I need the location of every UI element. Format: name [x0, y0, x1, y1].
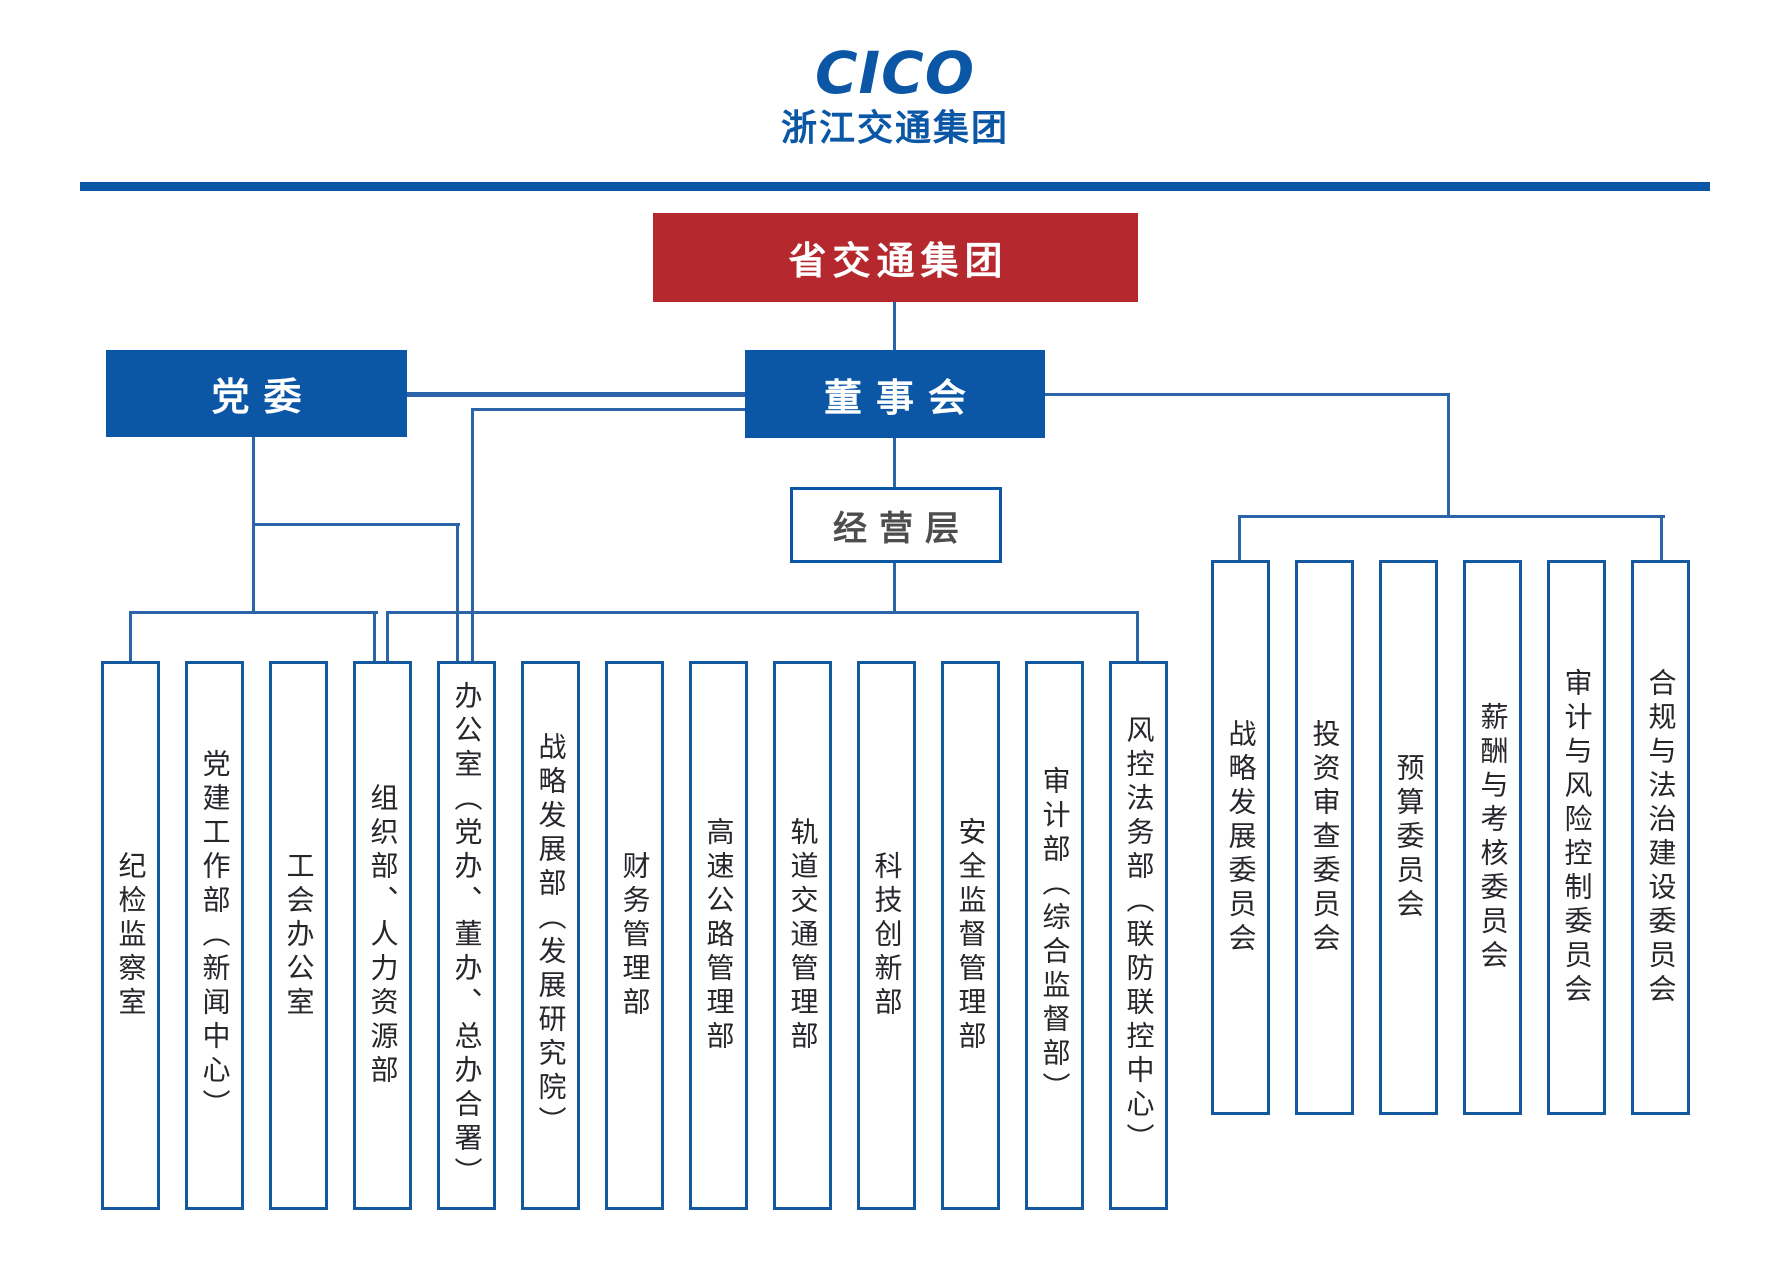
committee-box-label: 投资审查委员会	[1308, 718, 1342, 957]
department-box-label: 科技创新部	[870, 850, 904, 1021]
department-box: 财务管理部	[605, 661, 664, 1210]
department-box-label: 高速公路管理部	[702, 816, 736, 1055]
committee-box: 薪酬与考核委员会	[1463, 560, 1522, 1115]
connector-board-office-v	[471, 408, 474, 661]
department-box: 办公室（党办、董办、总办合署）	[437, 661, 496, 1210]
department-box-label: 财务管理部	[618, 850, 652, 1021]
company-logo: CICO 浙江交通集团	[695, 44, 1095, 148]
node-party-committee: 党委	[106, 350, 407, 437]
connector-management-bus	[893, 563, 896, 613]
department-box: 科技创新部	[857, 661, 916, 1210]
committee-box: 合规与法治建设委员会	[1631, 560, 1690, 1115]
node-board: 董事会	[745, 350, 1045, 438]
header-divider	[80, 182, 1710, 191]
committee-box: 预算委员会	[1379, 560, 1438, 1115]
department-box-label: 轨道交通管理部	[786, 816, 820, 1055]
committee-bus	[1238, 515, 1665, 518]
department-box-label: 安全监督管理部	[954, 816, 988, 1055]
management-bus	[386, 611, 1139, 614]
node-management: 经营层	[790, 487, 1002, 563]
department-box-label: 战略发展部（发展研究院）	[534, 731, 568, 1140]
connector-board-office-h	[473, 408, 745, 411]
department-box-label: 党建工作部（新闻中心）	[198, 748, 232, 1123]
committee-bus-stub-left	[1238, 515, 1241, 562]
node-board-label: 董事会	[823, 375, 980, 420]
management-bus-stub-left	[386, 611, 389, 661]
committee-bus-stub-right	[1660, 515, 1663, 562]
connector-board-committees-v	[1447, 393, 1450, 518]
committee-box: 投资审查委员会	[1295, 560, 1354, 1115]
department-box: 纪检监察室	[101, 661, 160, 1210]
party-bus	[129, 611, 378, 614]
committee-box-label: 合规与法治建设委员会	[1644, 667, 1678, 1008]
committee-box-label: 薪酬与考核委员会	[1476, 701, 1510, 974]
department-box-label: 组织部、人力资源部	[366, 782, 400, 1089]
node-management-label: 经营层	[833, 508, 971, 549]
committee-box-label: 战略发展委员会	[1224, 718, 1258, 957]
department-box-label: 工会办公室	[282, 850, 316, 1021]
logo-brand-text: CICO	[814, 39, 976, 107]
committee-box-label: 审计与风险控制委员会	[1560, 667, 1594, 1008]
department-box-label: 纪检监察室	[114, 850, 148, 1021]
department-box-label: 审计部（综合监督部）	[1038, 765, 1072, 1106]
department-box: 战略发展部（发展研究院）	[521, 661, 580, 1210]
department-box: 党建工作部（新闻中心）	[185, 661, 244, 1210]
connector-party-office-v	[456, 523, 459, 661]
management-bus-stub-right	[1136, 611, 1139, 661]
department-box: 审计部（综合监督部）	[1025, 661, 1084, 1210]
logo-subtitle-text: 浙江交通集团	[780, 108, 1009, 149]
party-bus-stub-left	[129, 611, 132, 661]
department-box: 风控法务部（联防联控中心）	[1109, 661, 1168, 1210]
committee-box-label: 预算委员会	[1392, 752, 1426, 923]
committee-box: 战略发展委员会	[1211, 560, 1270, 1115]
node-parent-group-label: 省交通集团	[788, 239, 1009, 283]
connector-parent-board	[893, 302, 896, 350]
department-box: 高速公路管理部	[689, 661, 748, 1210]
committee-box: 审计与风险控制委员会	[1547, 560, 1606, 1115]
department-box-label: 风控法务部（联防联控中心）	[1122, 714, 1156, 1157]
connector-party-office-h	[252, 523, 460, 526]
party-bus-stub-right	[373, 611, 376, 661]
department-box: 安全监督管理部	[941, 661, 1000, 1210]
connector-party-board	[407, 392, 745, 397]
connector-board-management	[893, 438, 896, 487]
department-box: 工会办公室	[269, 661, 328, 1210]
node-party-committee-label: 党委	[211, 375, 316, 419]
connector-board-committees-h	[1045, 393, 1450, 396]
node-parent-group: 省交通集团	[653, 213, 1138, 302]
department-box: 组织部、人力资源部	[353, 661, 412, 1210]
department-box: 轨道交通管理部	[773, 661, 832, 1210]
department-box-label: 办公室（党办、董办、总办合署）	[450, 680, 484, 1191]
